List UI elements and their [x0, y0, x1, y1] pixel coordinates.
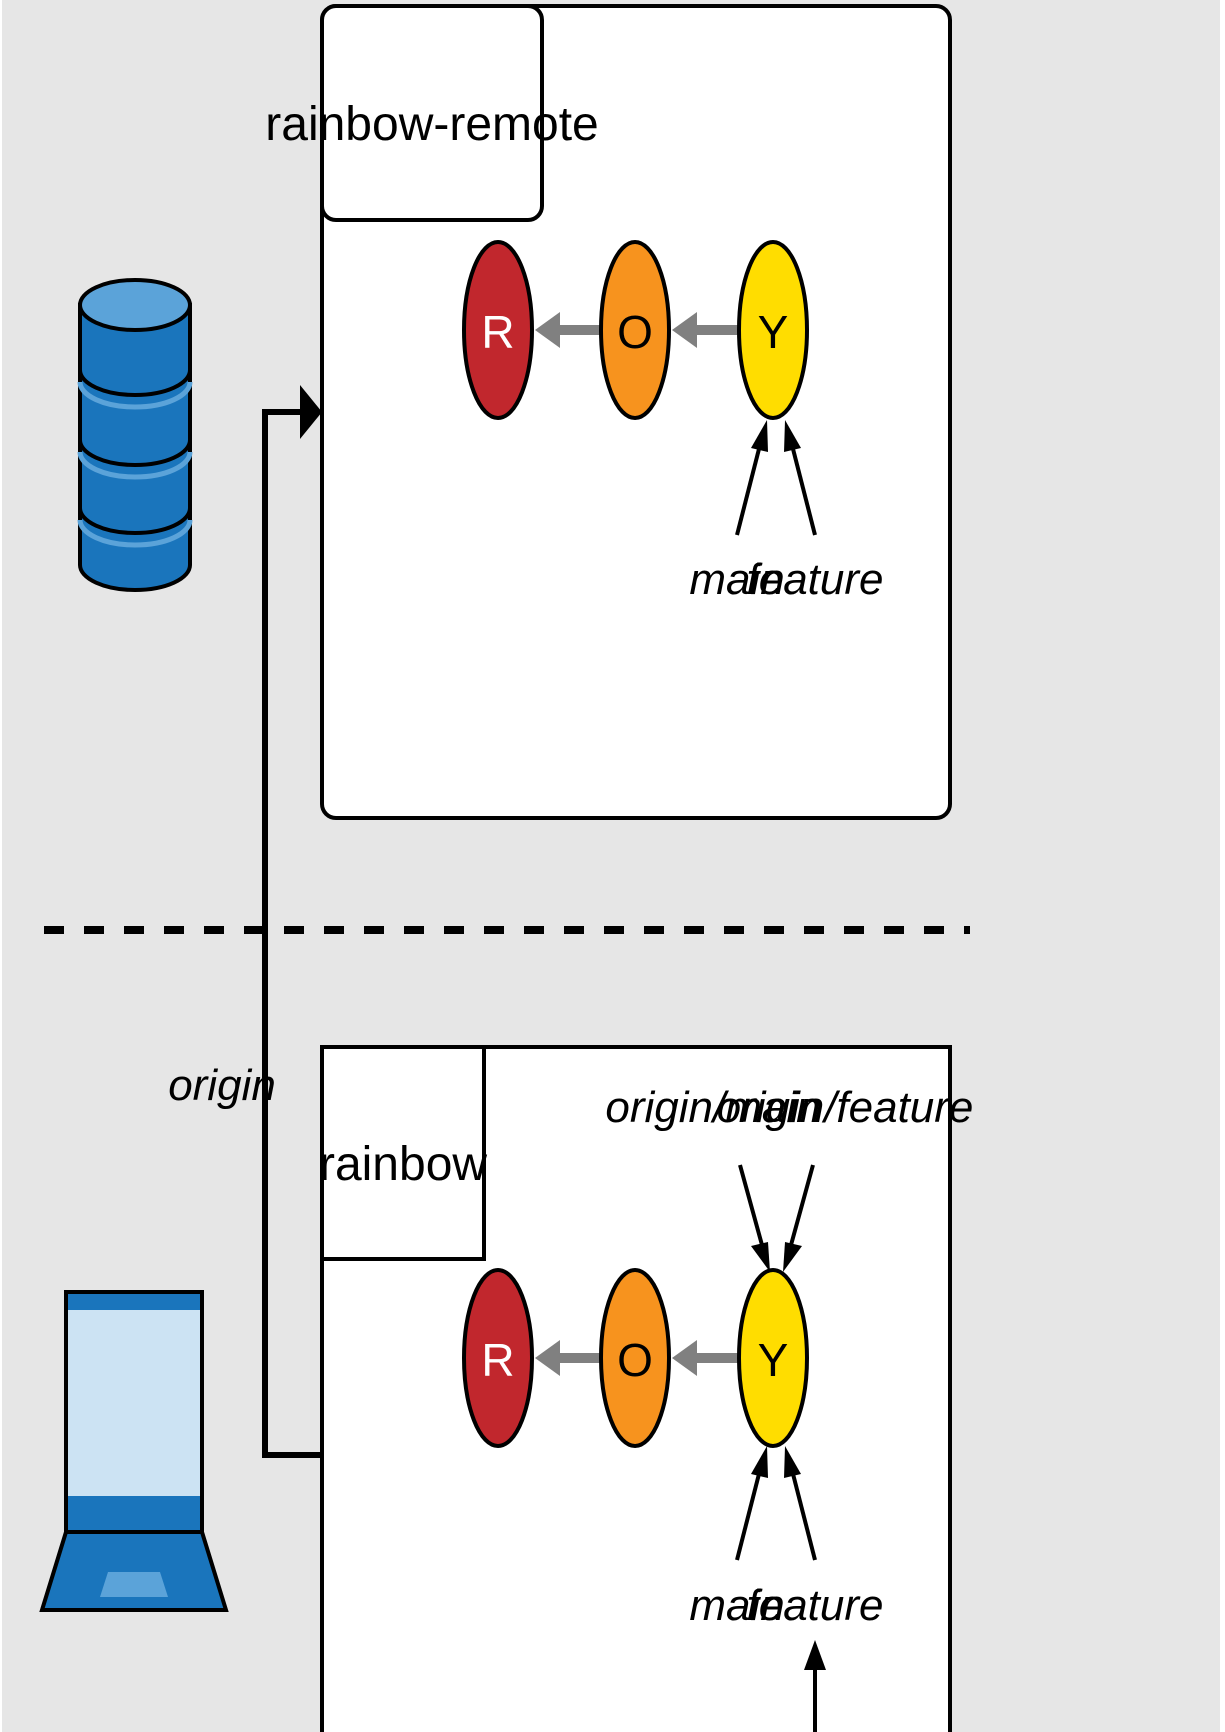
origin-connector: origin: [168, 385, 322, 1458]
remote-commit-r-label: R: [481, 306, 514, 358]
local-origin-main-pointer: [738, 1164, 764, 1246]
local-commit-y: Y: [737, 1268, 809, 1448]
remote-main-arrowhead: [751, 420, 768, 452]
remote-repo-panel: rainbow-remote R O Y main feature: [265, 4, 952, 820]
remote-branch-main: main: [689, 555, 784, 604]
laptop-icon: [39, 1290, 229, 1612]
database-icon: [77, 278, 193, 592]
local-origin-feature-pointer: [789, 1164, 815, 1246]
local-repo-panel: rainbow origin/main origin/feature R O Y: [319, 1045, 974, 1732]
remote-commit-y-label: Y: [758, 306, 789, 358]
local-arrowhead-o-to-r: [535, 1340, 560, 1376]
local-commit-o-label: O: [617, 1334, 653, 1386]
local-commit-r-label: R: [481, 1334, 514, 1386]
local-origin-main-arrowhead: [751, 1242, 770, 1272]
local-commit-o: O: [599, 1268, 671, 1448]
remote-arrowhead-y-to-o: [672, 312, 697, 348]
local-commit-y-label: Y: [758, 1334, 789, 1386]
remote-commit-o: O: [599, 240, 671, 420]
remote-feature-arrowhead: [784, 420, 801, 452]
local-feature-pointer: [790, 1469, 817, 1561]
local-repo-name: rainbow: [319, 1138, 487, 1191]
origin-label: origin: [168, 1061, 276, 1110]
local-origin-feature-label: origin/feature: [717, 1083, 974, 1132]
remote-commit-r: R: [462, 240, 534, 420]
remote-branch-feature: feature: [747, 555, 884, 604]
local-origin-main-label: origin/main: [605, 1083, 820, 1132]
local-branch-feature: feature: [747, 1581, 884, 1630]
connector-arrowhead: [300, 385, 322, 439]
remote-repo-name-tab: [320, 4, 544, 222]
remote-commit-o-label: O: [617, 306, 653, 358]
local-branch-main: main: [689, 1581, 784, 1630]
local-repo-name-tab: [320, 1045, 486, 1261]
local-origin-feature-arrowhead: [783, 1242, 802, 1272]
local-commit-r: R: [462, 1268, 534, 1448]
head-pointer-arrowhead: [804, 1640, 826, 1670]
remote-arrowhead-o-to-r: [535, 312, 560, 348]
remote-feature-pointer: [790, 444, 817, 536]
remote-commit-y: Y: [737, 240, 809, 420]
local-main-arrowhead: [751, 1446, 768, 1478]
remote-main-pointer: [735, 444, 762, 536]
local-feature-arrowhead: [784, 1446, 801, 1478]
remote-repo-name: rainbow-remote: [265, 98, 598, 151]
local-main-pointer: [735, 1469, 762, 1561]
local-arrowhead-y-to-o: [672, 1340, 697, 1376]
